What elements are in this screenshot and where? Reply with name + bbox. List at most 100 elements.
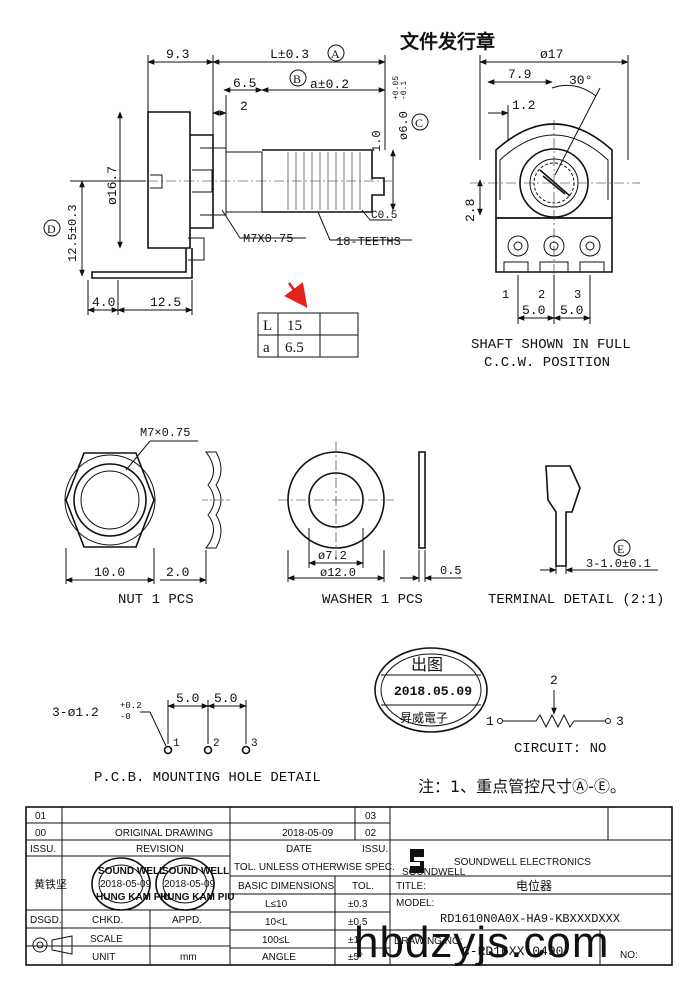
title-value: 电位器: [516, 878, 552, 893]
pcb-holes: 3-ø1.2: [52, 705, 99, 720]
la-row-L-value: 15: [287, 318, 302, 334]
dim-6-5: 6.5: [233, 76, 256, 91]
washer-dim-12: ø12.0: [320, 566, 356, 580]
circuit-pin-3: 3: [616, 714, 624, 729]
la-table: L 15 a 6.5: [257, 282, 359, 358]
circuit-caption: CIRCUIT: NO: [514, 741, 606, 757]
nut-detail: M7×0.75 10.0 2.0 NUT 1 PCS: [64, 426, 230, 608]
nut-dim-10: 10.0: [94, 565, 125, 580]
circuit-pin-1: 1: [486, 714, 494, 729]
tol-row-3-range: 100≤L: [262, 935, 290, 946]
terminal-dim: 3-1.0±0.1: [586, 557, 651, 571]
dim-30: 30°: [569, 73, 592, 88]
rev-row-1-no: 01: [35, 811, 47, 822]
dim-L: L±0.3: [270, 47, 309, 62]
caption-shaft-2: C.C.W. POSITION: [484, 355, 610, 371]
nut-dim-2: 2.0: [166, 565, 189, 580]
dim-1-0: 1.0: [370, 130, 384, 152]
dim-shaft-tol-up: +0.05: [392, 76, 401, 100]
model-label: MODEL:: [396, 898, 434, 909]
washer-caption: WASHER 1 PCS: [322, 592, 423, 608]
dim-7-9: 7.9: [508, 67, 531, 82]
stamp-date: 2018.05.09: [394, 684, 472, 699]
unit-value: mm: [180, 952, 197, 963]
model-value: RD1610N0A0X-HA9-KBXXXDXXX: [440, 912, 620, 926]
company-logo-text: SOUNDWELL: [402, 867, 466, 878]
no-label: NO:: [620, 950, 638, 961]
dim-a: a±0.2: [310, 77, 349, 92]
la-row-L-label: L: [263, 318, 272, 334]
dim-teeth: 18-TEETHS: [336, 235, 401, 249]
tol-row-2-range: 10<L: [265, 917, 288, 928]
projection-symbol: [32, 937, 48, 953]
pcb-pin-2: 2: [213, 738, 220, 750]
tol-row-1-tol: ±0.3: [348, 899, 368, 910]
date-label: DATE: [286, 844, 312, 855]
dim-m7: M7X0.75: [243, 232, 293, 246]
pcb-pin-1: 1: [173, 738, 180, 750]
terminal-caption: TERMINAL DETAIL (2:1): [488, 592, 664, 608]
tag-D: D: [47, 222, 56, 236]
pcb-detail: 3-ø1.2 +0.2 -0 5.0 5.0 1 2 3 P.C.B. MOUN…: [52, 691, 321, 786]
dim-shaft-tol-dn: -0.1: [400, 81, 409, 100]
sign-stamp-2-bottom: HUNG KAM PIU: [160, 892, 234, 903]
dim-5b: 5.0: [560, 303, 583, 318]
sign-stamp-2-date: 2018-05-09: [164, 879, 216, 890]
scale-label: SCALE: [90, 934, 123, 945]
dim-5a: 5.0: [522, 303, 545, 318]
la-row-a-label: a: [263, 340, 270, 356]
dim-16-7: ø16.7: [105, 166, 120, 205]
nut-thread: M7×0.75: [140, 426, 190, 440]
soundwell-logo-icon: [410, 849, 424, 873]
rev-row-1-sheet: 03: [365, 811, 377, 822]
dim-shaft: ø6.0: [397, 111, 411, 140]
washer-dim-0-5: 0.5: [440, 564, 462, 578]
pcb-dim-5b: 5.0: [214, 691, 237, 706]
tag-C: C: [415, 116, 423, 130]
issue-stamp: 出图 2018.05.09 昇威電子: [374, 647, 488, 733]
stamp-bottom: 昇威電子: [400, 711, 448, 725]
drawing-value: C-RD16XX-0490: [462, 944, 563, 959]
dim-12-5: 12.5±0.3: [66, 204, 80, 262]
tag-A: A: [331, 47, 340, 61]
issu-label-2: ISSU.: [362, 844, 388, 855]
title-label: TITLE:: [396, 881, 426, 892]
tag-E: E: [617, 542, 624, 556]
pcb-tol-up: +0.2: [120, 701, 142, 711]
tol-row-4-range: ANGLE: [262, 952, 296, 963]
pin-3: 3: [574, 288, 581, 302]
revision-label: REVISION: [136, 844, 184, 855]
sign-stamp-1-top: SOUND WELL: [98, 866, 165, 877]
tol-label: TOL.: [352, 881, 374, 892]
tag-B-circle: [289, 69, 307, 87]
tag-E-circle: [613, 539, 631, 557]
site-watermark: hbdzyjs.com: [354, 918, 610, 967]
drawing-label: DRAWING NO:: [394, 936, 463, 947]
circuit-pin-2: 2: [550, 673, 558, 688]
dim-9-3: 9.3: [166, 47, 189, 62]
release-stamp-title: 文件发行章: [400, 30, 495, 53]
rev-row-2-no: 00: [35, 828, 47, 839]
dim-17: ø17: [540, 47, 563, 62]
pcb-pin-3: 3: [251, 738, 258, 750]
tol-row-2-tol: ±0.5: [348, 917, 368, 928]
dim-4-0: 4.0: [92, 295, 115, 310]
pcb-caption: P.C.B. MOUNTING HOLE DETAIL: [94, 770, 321, 786]
pcb-tol-dn: -0: [120, 712, 131, 722]
dim-c05: C0.5: [371, 210, 397, 222]
title-block: 01 03 00 ORIGINAL DRAWING 2018-05-09 02 …: [25, 806, 673, 966]
appd-label: APPD.: [172, 915, 202, 926]
signer: 黄铁坚: [34, 877, 67, 891]
sign-stamp-2-top: SOUND WELL: [162, 866, 229, 877]
rev-row-2-sheet: 02: [365, 828, 377, 839]
terminal-detail: E 3-1.0±0.1 TERMINAL DETAIL (2:1): [488, 465, 664, 608]
sign-stamp-1-date: 2018-05-09: [100, 879, 152, 890]
pcb-dim-5a: 5.0: [176, 691, 199, 706]
pin-2: 2: [538, 288, 545, 302]
front-view: 9.3 L±0.3 A 6.5 B a±0.2 2 1.0 ø6.0 +0.05…: [43, 44, 429, 315]
tol-title: TOL. UNLESS OTHERWISE SPEC.: [234, 862, 395, 873]
unit-label: UNIT: [92, 952, 115, 963]
tol-row-1-range: L≤10: [265, 899, 288, 910]
tol-row-3-tol: ±1: [348, 935, 359, 946]
company-name: SOUNDWELL ELECTRONICS: [454, 857, 591, 868]
